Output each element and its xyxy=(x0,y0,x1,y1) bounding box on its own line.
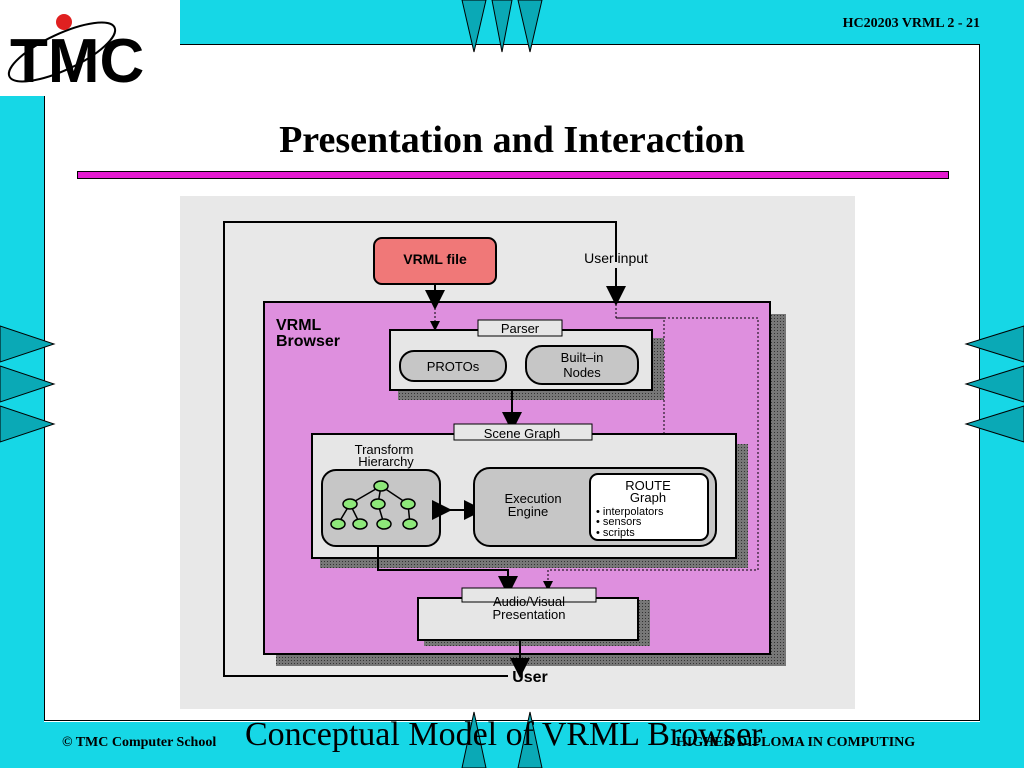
av-label-1: Audio/Visual xyxy=(493,594,565,609)
vrml-file-label: VRML file xyxy=(403,251,467,267)
route-item: • scripts xyxy=(596,527,635,539)
frame-inner-line-bottom xyxy=(44,720,980,721)
diagram-caption: Conceptual Model of VRML Browser xyxy=(245,716,763,753)
logo-text: TMC xyxy=(10,27,144,96)
user-feedback-loop xyxy=(223,221,617,677)
frame-inner-line-left xyxy=(44,96,45,720)
protos-label: PROTOs xyxy=(427,359,480,374)
scene-graph-label: Scene Graph xyxy=(484,426,561,441)
protos-box xyxy=(399,350,507,382)
browser-label-2: Browser xyxy=(276,333,340,350)
av-presentation-box xyxy=(417,597,639,641)
route-graph-box xyxy=(589,473,709,541)
parser-label: Parser xyxy=(501,321,540,336)
tree-icon xyxy=(330,480,418,530)
route-label-1: ROUTE xyxy=(625,478,671,493)
frame-top-bar xyxy=(180,0,1024,44)
slide-number: HC20203 VRML 2 - 21 xyxy=(842,16,980,31)
tmc-logo: TMC xyxy=(0,0,180,96)
footer-copyright: © TMC Computer School xyxy=(62,735,217,750)
tmc-logo-graphic: TMC xyxy=(7,14,144,96)
route-item: • interpolators xyxy=(596,506,664,518)
frame-bottom-bar xyxy=(0,722,1024,768)
route-item: • sensors xyxy=(596,516,642,528)
execution-label-2: Engine xyxy=(508,504,548,519)
frame-inner-line-top xyxy=(180,44,980,45)
slide-title: Presentation and Interaction xyxy=(279,119,745,161)
title-rule xyxy=(77,171,949,179)
transform-label-2: Hierarchy xyxy=(358,454,414,469)
user-label: User xyxy=(512,669,548,686)
builtin-nodes-box xyxy=(525,345,639,385)
footer-course: HIGHER DIPLOMA IN COMPUTING xyxy=(676,735,916,750)
user-input-label: User input xyxy=(584,250,648,266)
builtin-label-1: Built–in xyxy=(561,350,604,365)
execution-label-1: Execution xyxy=(504,491,561,506)
transform-label-1: Transform xyxy=(355,442,414,457)
route-label-2: Graph xyxy=(630,490,666,505)
av-label-2: Presentation xyxy=(493,607,566,622)
browser-label-1: VRML xyxy=(276,317,322,334)
builtin-label-2: Nodes xyxy=(563,365,601,380)
